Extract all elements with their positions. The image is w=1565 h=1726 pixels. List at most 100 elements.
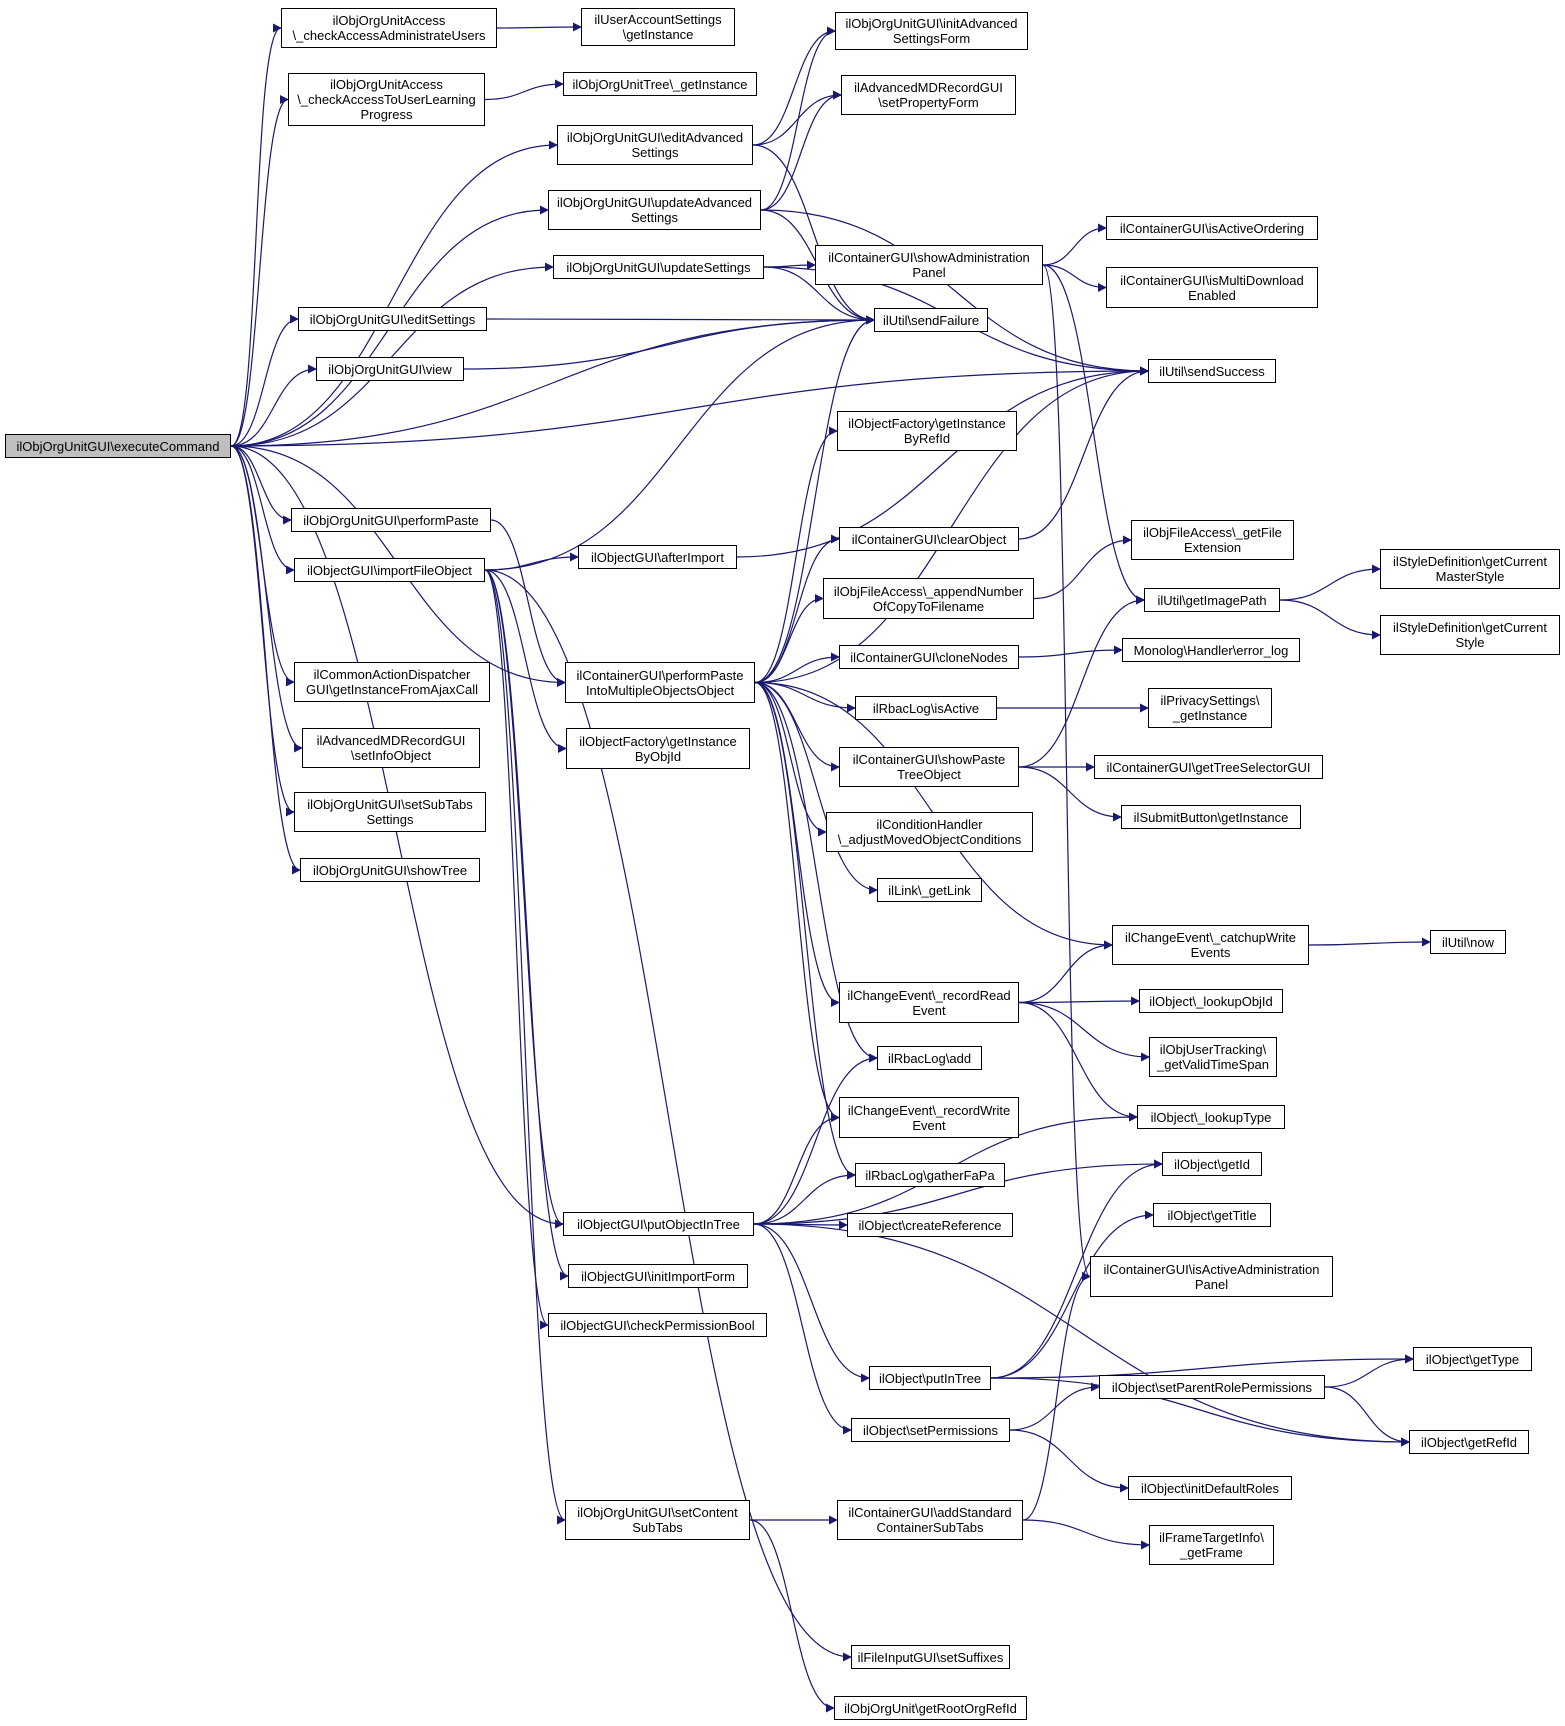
edge-showAdmin-to-isActOrd	[1042, 223, 1107, 266]
edge-recRead-to-catchup	[1018, 940, 1113, 1004]
node-submitBtn[interactable]: ilSubmitButton\getInstance	[1121, 805, 1301, 829]
node-appendNum[interactable]: ilObjFileAccess\_appendNumber OfCopyToFi…	[823, 578, 1034, 619]
edge-importFile-to-afterImp	[484, 552, 579, 571]
node-updAdv[interactable]: ilObjOrgUnitGUI\updateAdvanced Settings	[548, 190, 761, 230]
node-fileInput[interactable]: ilFileInputGUI\setSuffixes	[851, 1645, 1010, 1669]
node-chkPerm[interactable]: ilObjectGUI\checkPermissionBool	[548, 1313, 767, 1337]
node-isActOrd[interactable]: ilContainerGUI\isActiveOrdering	[1106, 216, 1318, 240]
edge-addStd-to-isActAdmin	[1022, 1272, 1091, 1521]
edge-perfPaste-to-cpmo	[490, 519, 566, 687]
node-showTree[interactable]: ilObjOrgUnitGUI\showTree	[300, 858, 480, 882]
node-editAdv[interactable]: ilObjOrgUnitGUI\editAdvanced Settings	[557, 125, 753, 165]
node-putInTree[interactable]: ilObject\putInTree	[869, 1366, 991, 1390]
node-getImg[interactable]: ilUtil\getImagePath	[1144, 588, 1280, 612]
node-afterImp[interactable]: ilObjectGUI\afterImport	[578, 545, 737, 569]
node-validSpan[interactable]: ilObjUserTracking\ _getValidTimeSpan	[1149, 1037, 1277, 1077]
edge-showAdmin-to-isMulti	[1042, 264, 1107, 292]
node-errLog[interactable]: Monolog\Handler\error_log	[1122, 638, 1300, 662]
node-getByRef[interactable]: ilObjectFactory\getInstance ByRefId	[837, 411, 1017, 451]
edge-addStd-to-frameTarget	[1022, 1519, 1150, 1550]
edge-putInTree-to-getId	[990, 1159, 1163, 1379]
edge-cloneNodes-to-errLog	[1018, 645, 1123, 658]
edge-cpmo-to-sendFail	[754, 315, 875, 684]
node-isMulti[interactable]: ilContainerGUI\isMultiDownload Enabled	[1106, 267, 1318, 308]
node-showPasteTree[interactable]: ilContainerGUI\showPaste TreeObject	[839, 747, 1019, 787]
edge-exec-to-perfPaste	[230, 445, 292, 525]
node-advProp[interactable]: ilAdvancedMDRecordGUI \setPropertyForm	[841, 75, 1016, 115]
node-frameTarget[interactable]: ilFrameTargetInfo\ _getFrame	[1149, 1525, 1274, 1565]
edge-exec-to-advSetInfo	[230, 445, 303, 753]
node-rbacAdd[interactable]: ilRbacLog\add	[877, 1046, 982, 1070]
node-condHandler[interactable]: ilConditionHandler \_adjustMovedObjectCo…	[826, 812, 1033, 852]
node-initRoles[interactable]: ilObject\initDefaultRoles	[1128, 1476, 1292, 1500]
node-styleCur[interactable]: ilStyleDefinition\getCurrent Style	[1380, 615, 1560, 655]
node-gatherFaPa[interactable]: ilRbacLog\gatherFaPa	[855, 1163, 1005, 1187]
node-getLink[interactable]: ilLink\_getLink	[877, 878, 982, 902]
edge-exec-to-chkLearn	[230, 95, 289, 447]
node-isActAdmin[interactable]: ilContainerGUI\isActiveAdministration Pa…	[1090, 1256, 1333, 1297]
node-setPerms[interactable]: ilObject\setPermissions	[851, 1418, 1010, 1442]
node-createRef[interactable]: ilObject\createReference	[847, 1213, 1013, 1237]
edge-cpmo-to-sendSucc	[754, 366, 1149, 684]
node-getType[interactable]: ilObject\getType	[1413, 1347, 1532, 1371]
edge-exec-to-chkAdmin	[230, 23, 282, 447]
edge-importFile-to-chkPerm	[484, 569, 549, 1330]
edge-editSet-to-sendFail	[486, 315, 875, 325]
node-sendSucc[interactable]: ilUtil\sendSuccess	[1148, 359, 1276, 383]
node-styleMaster[interactable]: ilStyleDefinition\getCurrent MasterStyle	[1380, 549, 1560, 589]
node-addStd[interactable]: ilContainerGUI\addStandard ContainerSubT…	[837, 1500, 1023, 1540]
node-catchup[interactable]: ilChangeEvent\_catchupWrite Events	[1112, 925, 1309, 965]
node-treeSel[interactable]: ilContainerGUI\getTreeSelectorGUI	[1094, 755, 1323, 779]
node-getTitle[interactable]: ilObject\getTitle	[1153, 1203, 1271, 1227]
node-getId[interactable]: ilObject\getId	[1162, 1152, 1262, 1176]
node-privacy[interactable]: ilPrivacySettings\ _getInstance	[1148, 688, 1272, 728]
edge-cpmo-to-rbacAdd	[754, 681, 878, 1063]
node-getRefId[interactable]: ilObject\getRefId	[1409, 1430, 1529, 1454]
node-setContent[interactable]: ilObjOrgUnitGUI\setContent SubTabs	[565, 1500, 750, 1540]
node-putInTreeGUI[interactable]: ilObjectGUI\putObjectInTree	[563, 1212, 754, 1236]
node-treeGet[interactable]: ilObjOrgUnitTree\_getInstance	[563, 72, 757, 96]
node-getByObj[interactable]: ilObjectFactory\getInstance ByObjId	[566, 728, 750, 769]
edge-updAdv-to-advProp	[760, 90, 842, 211]
node-setSubTabs[interactable]: ilObjOrgUnitGUI\setSubTabs Settings	[294, 792, 486, 832]
node-chkAdmin[interactable]: ilObjOrgUnitAccess \_checkAccessAdminist…	[281, 8, 497, 48]
edge-exec-to-editAdv	[230, 140, 558, 447]
node-advSetInfo[interactable]: ilAdvancedMDRecordGUI \setInfoObject	[302, 728, 480, 768]
node-rbacActive[interactable]: ilRbacLog\isActive	[855, 696, 997, 720]
edge-putInTreeGUI-to-getId	[753, 1159, 1163, 1225]
node-setParentRole[interactable]: ilObject\setParentRolePermissions	[1099, 1375, 1325, 1399]
edge-putInTreeGUI-to-gatherFaPa	[753, 1170, 856, 1225]
node-getFileExt[interactable]: ilObjFileAccess\_getFile Extension	[1131, 520, 1294, 560]
node-cad[interactable]: ilCommonActionDispatcher GUI\getInstance…	[294, 662, 490, 702]
node-rootOrg[interactable]: ilObjOrgUnit\getRootOrgRefId	[834, 1696, 1027, 1720]
node-uas[interactable]: ilUserAccountSettings \getInstance	[581, 8, 735, 46]
node-initImp[interactable]: ilObjectGUI\initImportForm	[568, 1264, 748, 1288]
node-sendFail[interactable]: ilUtil\sendFailure	[874, 308, 988, 332]
node-recWrite[interactable]: ilChangeEvent\_recordWrite Event	[839, 1097, 1019, 1138]
node-initAdv[interactable]: ilObjOrgUnitGUI\initAdvanced SettingsFor…	[835, 12, 1028, 50]
edge-exec-to-sendSucc	[230, 366, 1149, 447]
edge-setParentRole-to-getType	[1324, 1354, 1414, 1388]
edge-cpmo-to-cloneNodes	[754, 652, 840, 684]
node-lookupObjId[interactable]: ilObject\_lookupObjId	[1139, 989, 1283, 1013]
node-clearObj[interactable]: ilContainerGUI\clearObject	[839, 527, 1019, 551]
node-perfPaste[interactable]: ilObjOrgUnitGUI\performPaste	[291, 508, 491, 532]
node-editSet[interactable]: ilObjOrgUnitGUI\editSettings	[298, 307, 487, 331]
node-cpmo[interactable]: ilContainerGUI\performPaste IntoMultiple…	[565, 662, 755, 703]
node-importFile[interactable]: ilObjectGUI\importFileObject	[294, 558, 485, 582]
node-view[interactable]: ilObjOrgUnitGUI\view	[316, 357, 464, 381]
edge-recRead-to-lookupType	[1018, 1001, 1138, 1122]
node-cloneNodes[interactable]: ilContainerGUI\cloneNodes	[839, 645, 1019, 669]
node-showAdmin[interactable]: ilContainerGUI\showAdministration Panel	[815, 245, 1043, 285]
node-chkLearn[interactable]: ilObjOrgUnitAccess \_checkAccessToUserLe…	[288, 73, 485, 126]
node-recRead[interactable]: ilChangeEvent\_recordRead Event	[839, 982, 1019, 1023]
node-updSet[interactable]: ilObjOrgUnitGUI\updateSettings	[553, 255, 764, 279]
edge-putInTree-to-getTitle	[990, 1210, 1154, 1379]
edge-exec-to-view	[230, 364, 317, 447]
node-lookupType[interactable]: ilObject\_lookupType	[1137, 1105, 1285, 1129]
edge-exec-to-putInTreeGUI	[230, 445, 564, 1229]
edge-putInTree-to-getRefId	[990, 1377, 1410, 1447]
edge-importFile-to-getByObj	[484, 569, 567, 753]
node-exec[interactable]: ilObjOrgUnitGUI\executeCommand	[5, 434, 231, 458]
node-now[interactable]: ilUtil\now	[1430, 930, 1506, 954]
